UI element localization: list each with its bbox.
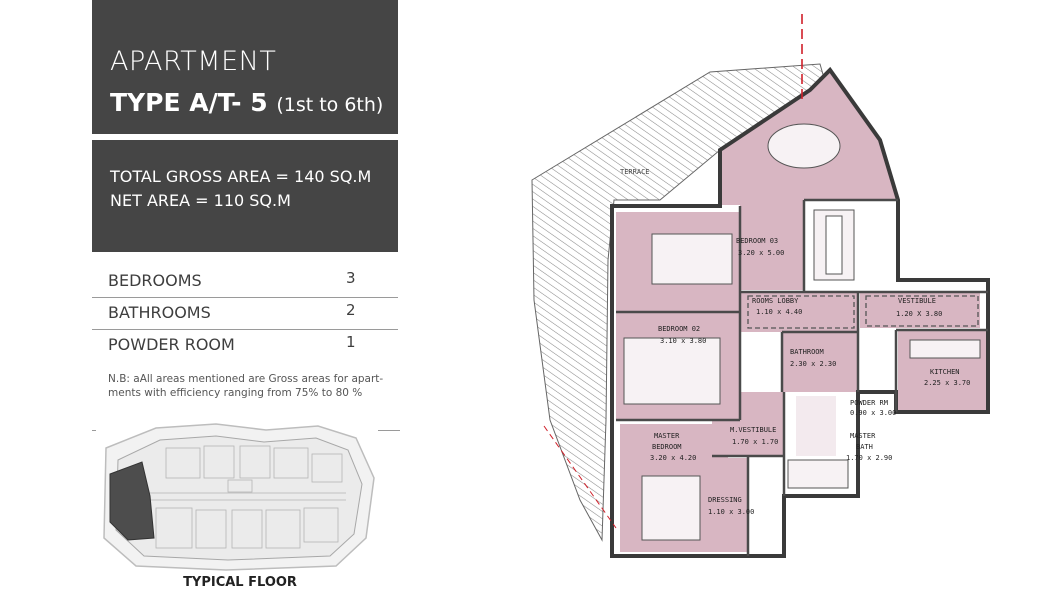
bathroom-dim: 2.30 x 2.30 bbox=[790, 360, 836, 368]
master-bath-dim: 1.70 x 2.90 bbox=[846, 454, 892, 462]
master-bedroom-dim: 3.20 x 4.20 bbox=[650, 454, 696, 462]
typical-floor-key-plan bbox=[103, 423, 375, 571]
net-area: NET AREA = 110 SQ.M bbox=[110, 191, 291, 210]
bedroom02-label: BEDROOM 02 bbox=[658, 325, 700, 333]
floor-range: (1st to 6th) bbox=[276, 94, 384, 116]
m-vestibule-dim: 1.70 x 1.70 bbox=[732, 438, 778, 446]
divider-right bbox=[378, 430, 400, 431]
bathroom-label: BATHROOM bbox=[790, 348, 824, 356]
spec-label: BATHROOMS bbox=[108, 303, 211, 322]
master-bed bbox=[641, 475, 701, 541]
master-bedroom-label: MASTER bbox=[654, 432, 680, 440]
spec-value: 3 bbox=[346, 269, 356, 287]
area-panel: TOTAL GROSS AREA = 140 SQ.M NET AREA = 1… bbox=[92, 140, 398, 252]
kitchen-dim: 2.25 x 3.70 bbox=[924, 379, 970, 387]
spec-row-powder-room: POWDER ROOM 1 bbox=[92, 329, 398, 361]
kitchen-label: KITCHEN bbox=[930, 368, 960, 376]
typical-floor-label: TYPICAL FLOOR bbox=[183, 575, 297, 590]
bedroom03-label: BEDROOM 03 bbox=[736, 237, 778, 245]
master-bath-label-2: BATH bbox=[856, 443, 873, 451]
rooms-lobby-fill bbox=[740, 292, 858, 332]
powder-rm-label: POWDER RM bbox=[850, 399, 888, 407]
spec-row-bedrooms: BEDROOMS 3 bbox=[92, 265, 398, 298]
vestibule-fill bbox=[860, 292, 980, 328]
master-bath-label: MASTER bbox=[850, 432, 876, 440]
spec-value: 1 bbox=[346, 333, 356, 351]
bedroom02-dim: 3.10 x 3.80 bbox=[660, 337, 706, 345]
title-panel: APARTMENT TYPE A/T- 5 (1st to 6th) bbox=[92, 0, 398, 134]
dressing-label: DRESSING bbox=[708, 496, 742, 504]
spec-value: 2 bbox=[346, 301, 356, 319]
bathroom-fill bbox=[782, 332, 858, 392]
apartment-type-heading: TYPE A/T- 5 (1st to 6th) bbox=[110, 88, 383, 117]
apartment-heading: APARTMENT bbox=[110, 46, 277, 77]
gross-area: TOTAL GROSS AREA = 140 SQ.M bbox=[110, 167, 372, 186]
rooms-lobby-label: ROOMS LOBBY bbox=[752, 297, 799, 305]
master-bedroom-label-2: BEDROOM bbox=[652, 443, 682, 451]
vestibule-dim: 1.20 X 3.80 bbox=[896, 310, 942, 318]
spec-label: POWDER ROOM bbox=[108, 335, 235, 354]
apartment-type: TYPE A/T- 5 bbox=[110, 88, 268, 117]
bedroom03-dim: 3.20 x 5.00 bbox=[738, 249, 784, 257]
vestibule-label: VESTIBULE bbox=[898, 297, 936, 305]
dressing-dim: 1.10 x 3.00 bbox=[708, 508, 754, 516]
area-note: N.B: aAll areas mentioned are Gross area… bbox=[108, 373, 384, 399]
rooms-lobby-dim: 1.10 x 4.40 bbox=[756, 308, 802, 316]
dressing-fill bbox=[700, 458, 748, 552]
living-room-fill bbox=[720, 70, 898, 290]
powder-rm-dim: 0.90 x 3.00 bbox=[850, 409, 896, 417]
m-vestibule-label: M.VESTIBULE bbox=[730, 426, 776, 434]
coffee-table bbox=[767, 123, 841, 169]
apartment-floor-plan: TERRACE bbox=[531, 14, 990, 558]
terrace-label: TERRACE bbox=[620, 168, 650, 176]
spec-label: BEDROOMS bbox=[108, 271, 202, 290]
divider-left bbox=[92, 430, 96, 431]
spec-row-bathrooms: BATHROOMS 2 bbox=[92, 297, 398, 330]
